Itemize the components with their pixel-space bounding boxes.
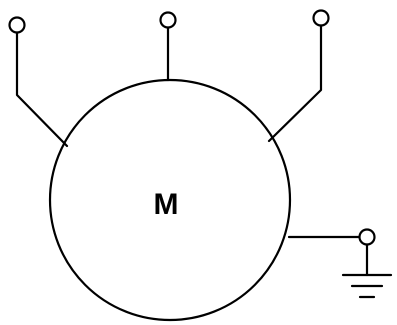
terminal-ground-side (287, 228, 393, 299)
terminal-right (267, 9, 330, 143)
terminal-left-wire (15, 31, 69, 148)
terminal-ground-side-icon (358, 228, 376, 246)
terminal-right-icon (312, 9, 330, 27)
terminal-left (8, 16, 69, 148)
motor-circle (48, 78, 292, 322)
terminal-center-icon (159, 11, 177, 29)
terminal-right-wire (267, 24, 323, 143)
terminal-left-icon (8, 16, 26, 34)
terminal-center (159, 11, 177, 82)
motor-label: M (154, 188, 179, 221)
ground-icon (341, 273, 393, 299)
